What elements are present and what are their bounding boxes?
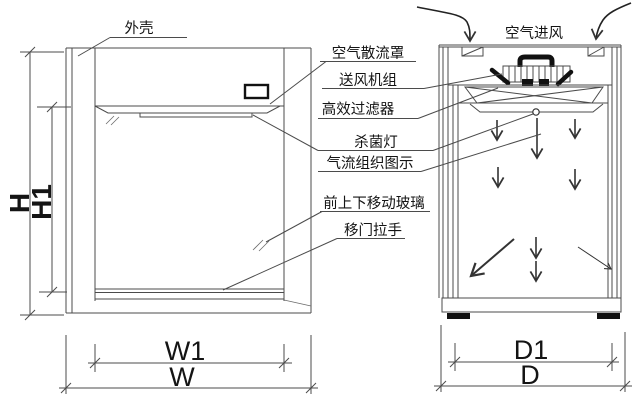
dim-H: H [4,193,35,213]
label-fan-unit: 送风机组 [339,72,397,89]
glass-symbol-top [105,115,120,126]
side-outline [438,44,622,298]
dimension-height-inner: H1 [26,101,71,298]
cabinet-outline [65,47,312,314]
diffuser-front [94,105,284,114]
airflow-arrows [469,118,612,283]
dim-W: W [169,362,195,392]
corner-bracket-left [461,46,484,57]
uv-lamp-symbol [532,108,540,116]
base [441,297,622,319]
label-air-inlet: 空气进风 [505,25,563,42]
label-sliding-door-handle: 移门拉手 [344,222,402,239]
glass-symbol-bottom [252,239,270,252]
control-panel [243,83,270,100]
leader-lines [77,37,542,291]
label-housing: 外壳 [125,20,154,37]
hepa-filter-symbol [464,86,604,104]
fan-unit-icon [489,54,574,87]
intake-arrows [416,2,632,43]
corner-bracket-right [587,46,605,57]
dim-H1: H1 [26,184,57,220]
part-labels: 外壳 空气进风 空气散流罩 送风机组 高效过滤器 杀菌灯 气流组织图示 前上下移… [125,20,564,239]
dimension-width-inner: W1 [88,336,292,372]
label-airflow-pattern: 气流组织图示 [327,155,414,172]
dim-D: D [520,360,540,390]
front-view [65,47,312,314]
side-view [416,2,632,319]
label-germicidal-lamp: 杀菌灯 [354,134,398,151]
uv-lamp-bar [139,112,253,118]
foot-left [447,313,470,319]
door-bottom-rail [95,288,284,300]
dimension-depth-overall: D [434,325,632,392]
dim-D1: D1 [514,335,549,365]
label-hepa-filter: 高效过滤器 [322,101,395,118]
foot-right [597,313,620,319]
dimension-width-overall: W [59,335,318,394]
dimension-depth-inner: D1 [448,335,619,371]
dim-W1: W1 [165,336,206,366]
label-front-sliding-glass: 前上下移动玻璃 [323,195,425,212]
label-air-diffuser: 空气散流罩 [332,45,405,62]
dimension-height-overall: H [4,46,64,321]
